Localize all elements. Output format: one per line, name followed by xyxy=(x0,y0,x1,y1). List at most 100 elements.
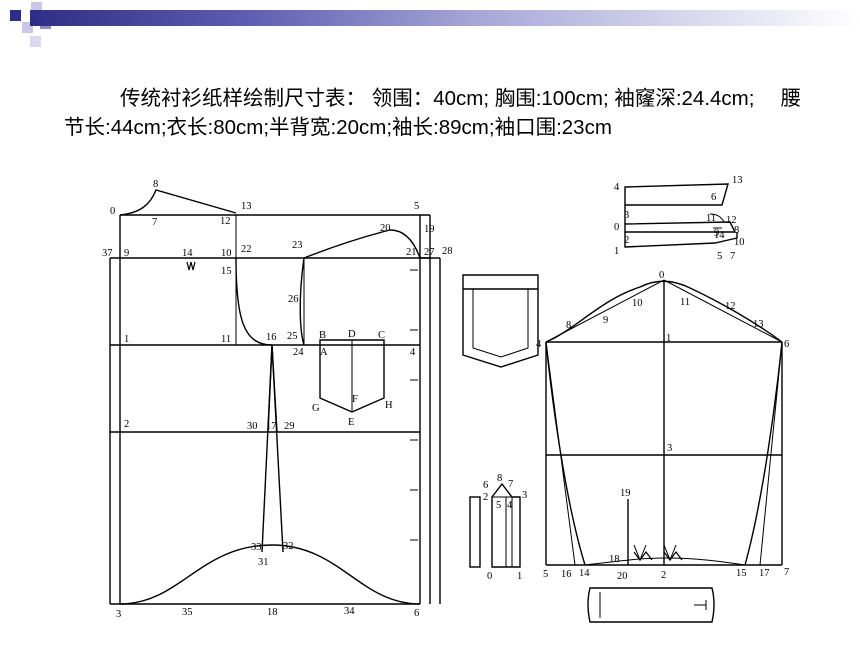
point-label: 4 xyxy=(410,347,416,358)
point-label: 24 xyxy=(293,347,304,358)
point-label: 10 xyxy=(221,248,232,259)
point-label: 11 xyxy=(706,213,716,224)
point-label: G xyxy=(312,403,320,414)
point-label: H xyxy=(385,400,393,411)
point-label: 16 xyxy=(561,569,572,580)
point-label: 3 xyxy=(522,490,527,501)
point-label: A xyxy=(320,347,328,358)
point-label: 4 xyxy=(507,500,513,511)
point-label: 21 xyxy=(406,247,417,258)
point-label: 0 xyxy=(614,222,619,233)
pocket-pattern xyxy=(462,274,539,368)
point-label: D xyxy=(348,329,356,340)
point-label: 7 xyxy=(152,217,157,228)
point-label: 11 xyxy=(221,334,231,345)
point-label: 15 xyxy=(736,568,747,579)
point-label: 18 xyxy=(609,554,620,565)
point-label: 27 xyxy=(424,247,435,258)
cuff-pattern xyxy=(587,587,715,623)
page-title: 传统衬衫纸样绘制尺寸表： 领围：40cm; 胸围:100cm; 袖窿深:24.4… xyxy=(64,87,802,139)
point-label: 14 xyxy=(182,248,193,259)
point-label: 4 xyxy=(614,182,620,193)
point-label: 1 xyxy=(124,334,129,345)
collar-pattern xyxy=(624,183,738,248)
point-label: 3 xyxy=(624,210,629,221)
point-label: 9 xyxy=(124,248,129,259)
point-label: 25 xyxy=(287,331,298,342)
bodice-pattern xyxy=(109,189,441,605)
point-label: 14 xyxy=(714,230,725,241)
point-label: 13 xyxy=(753,319,764,330)
point-label: 23 xyxy=(292,240,303,251)
point-label: 20 xyxy=(617,571,628,582)
point-label: 35 xyxy=(182,607,193,618)
point-label: 30 xyxy=(247,421,258,432)
point-label: 7 xyxy=(508,479,513,490)
point-label: 28 xyxy=(442,246,453,257)
point-label: 0 xyxy=(110,206,115,217)
point-label: 2 xyxy=(124,419,129,430)
point-label: 7 xyxy=(784,567,789,578)
point-label: 8 xyxy=(734,225,739,236)
point-label: 1 xyxy=(666,333,671,344)
point-label: 1 xyxy=(517,571,522,582)
point-label: 29 xyxy=(284,421,295,432)
point-label: 12 xyxy=(726,215,737,226)
point-label: 8 xyxy=(153,179,158,190)
point-label: 16 xyxy=(266,332,277,343)
point-label: B xyxy=(319,330,326,341)
point-label: 31 xyxy=(258,557,269,568)
sleeve-point-labels: 0 10 11 9 12 8 13 4 1 6 3 19 18 5 16 14 … xyxy=(536,270,789,582)
point-label: 12 xyxy=(725,301,736,312)
point-label: 13 xyxy=(241,201,252,212)
point-label: 33 xyxy=(251,542,262,553)
point-label: 2 xyxy=(483,492,488,503)
point-label: 8 xyxy=(497,473,502,484)
point-label: F xyxy=(352,394,358,405)
point-label: 10 xyxy=(734,237,745,248)
point-label: 17 xyxy=(266,421,277,432)
point-label: 10 xyxy=(632,298,643,309)
sleeve-pattern xyxy=(545,279,783,566)
point-label: 17 xyxy=(759,568,770,579)
placket-pattern xyxy=(469,482,521,568)
point-label: 9 xyxy=(714,228,719,239)
point-label: 6 xyxy=(711,192,716,203)
point-label: 37 xyxy=(102,248,113,259)
point-label: 8 xyxy=(566,320,571,331)
point-label: 19 xyxy=(424,224,435,235)
point-label: 3 xyxy=(667,443,672,454)
point-label: 14 xyxy=(579,568,590,579)
point-label: 4 xyxy=(536,339,542,350)
point-label: 12 xyxy=(220,216,231,227)
point-label: 2 xyxy=(624,235,629,246)
collar-point-labels: 4 13 6 3 11 12 0 9 8 2 14 10 1 5 7 xyxy=(614,175,745,262)
point-label: 15 xyxy=(221,266,232,277)
point-label: 22 xyxy=(241,244,252,255)
point-label: 18 xyxy=(267,607,278,618)
point-label: 7 xyxy=(730,251,735,262)
point-label: 6 xyxy=(414,608,419,619)
point-label: C xyxy=(378,330,385,341)
point-label: 20 xyxy=(380,223,391,234)
point-label: 34 xyxy=(344,606,355,617)
placket-point-labels: 6 8 7 2 3 5 4 0 1 xyxy=(483,473,527,582)
point-label: 6 xyxy=(784,339,789,350)
point-label: 9 xyxy=(603,315,608,326)
point-label: 6 xyxy=(483,480,488,491)
point-label: 1 xyxy=(614,246,619,257)
point-label: 5 xyxy=(717,251,722,262)
point-label: 32 xyxy=(283,541,294,552)
point-label: 0 xyxy=(487,571,492,582)
bodice-point-labels: 8 0 7 13 12 5 19 20 21 27 28 37 9 14 10 … xyxy=(102,179,453,620)
point-label: 11 xyxy=(680,297,690,308)
point-label: 5 xyxy=(496,500,501,511)
point-label: 19 xyxy=(620,488,631,499)
point-label: 26 xyxy=(288,294,299,305)
point-label: 5 xyxy=(414,201,419,212)
point-label: 2 xyxy=(661,570,666,581)
point-label: 13 xyxy=(732,175,743,186)
point-label: 3 xyxy=(116,609,121,620)
point-label: E xyxy=(348,417,354,428)
